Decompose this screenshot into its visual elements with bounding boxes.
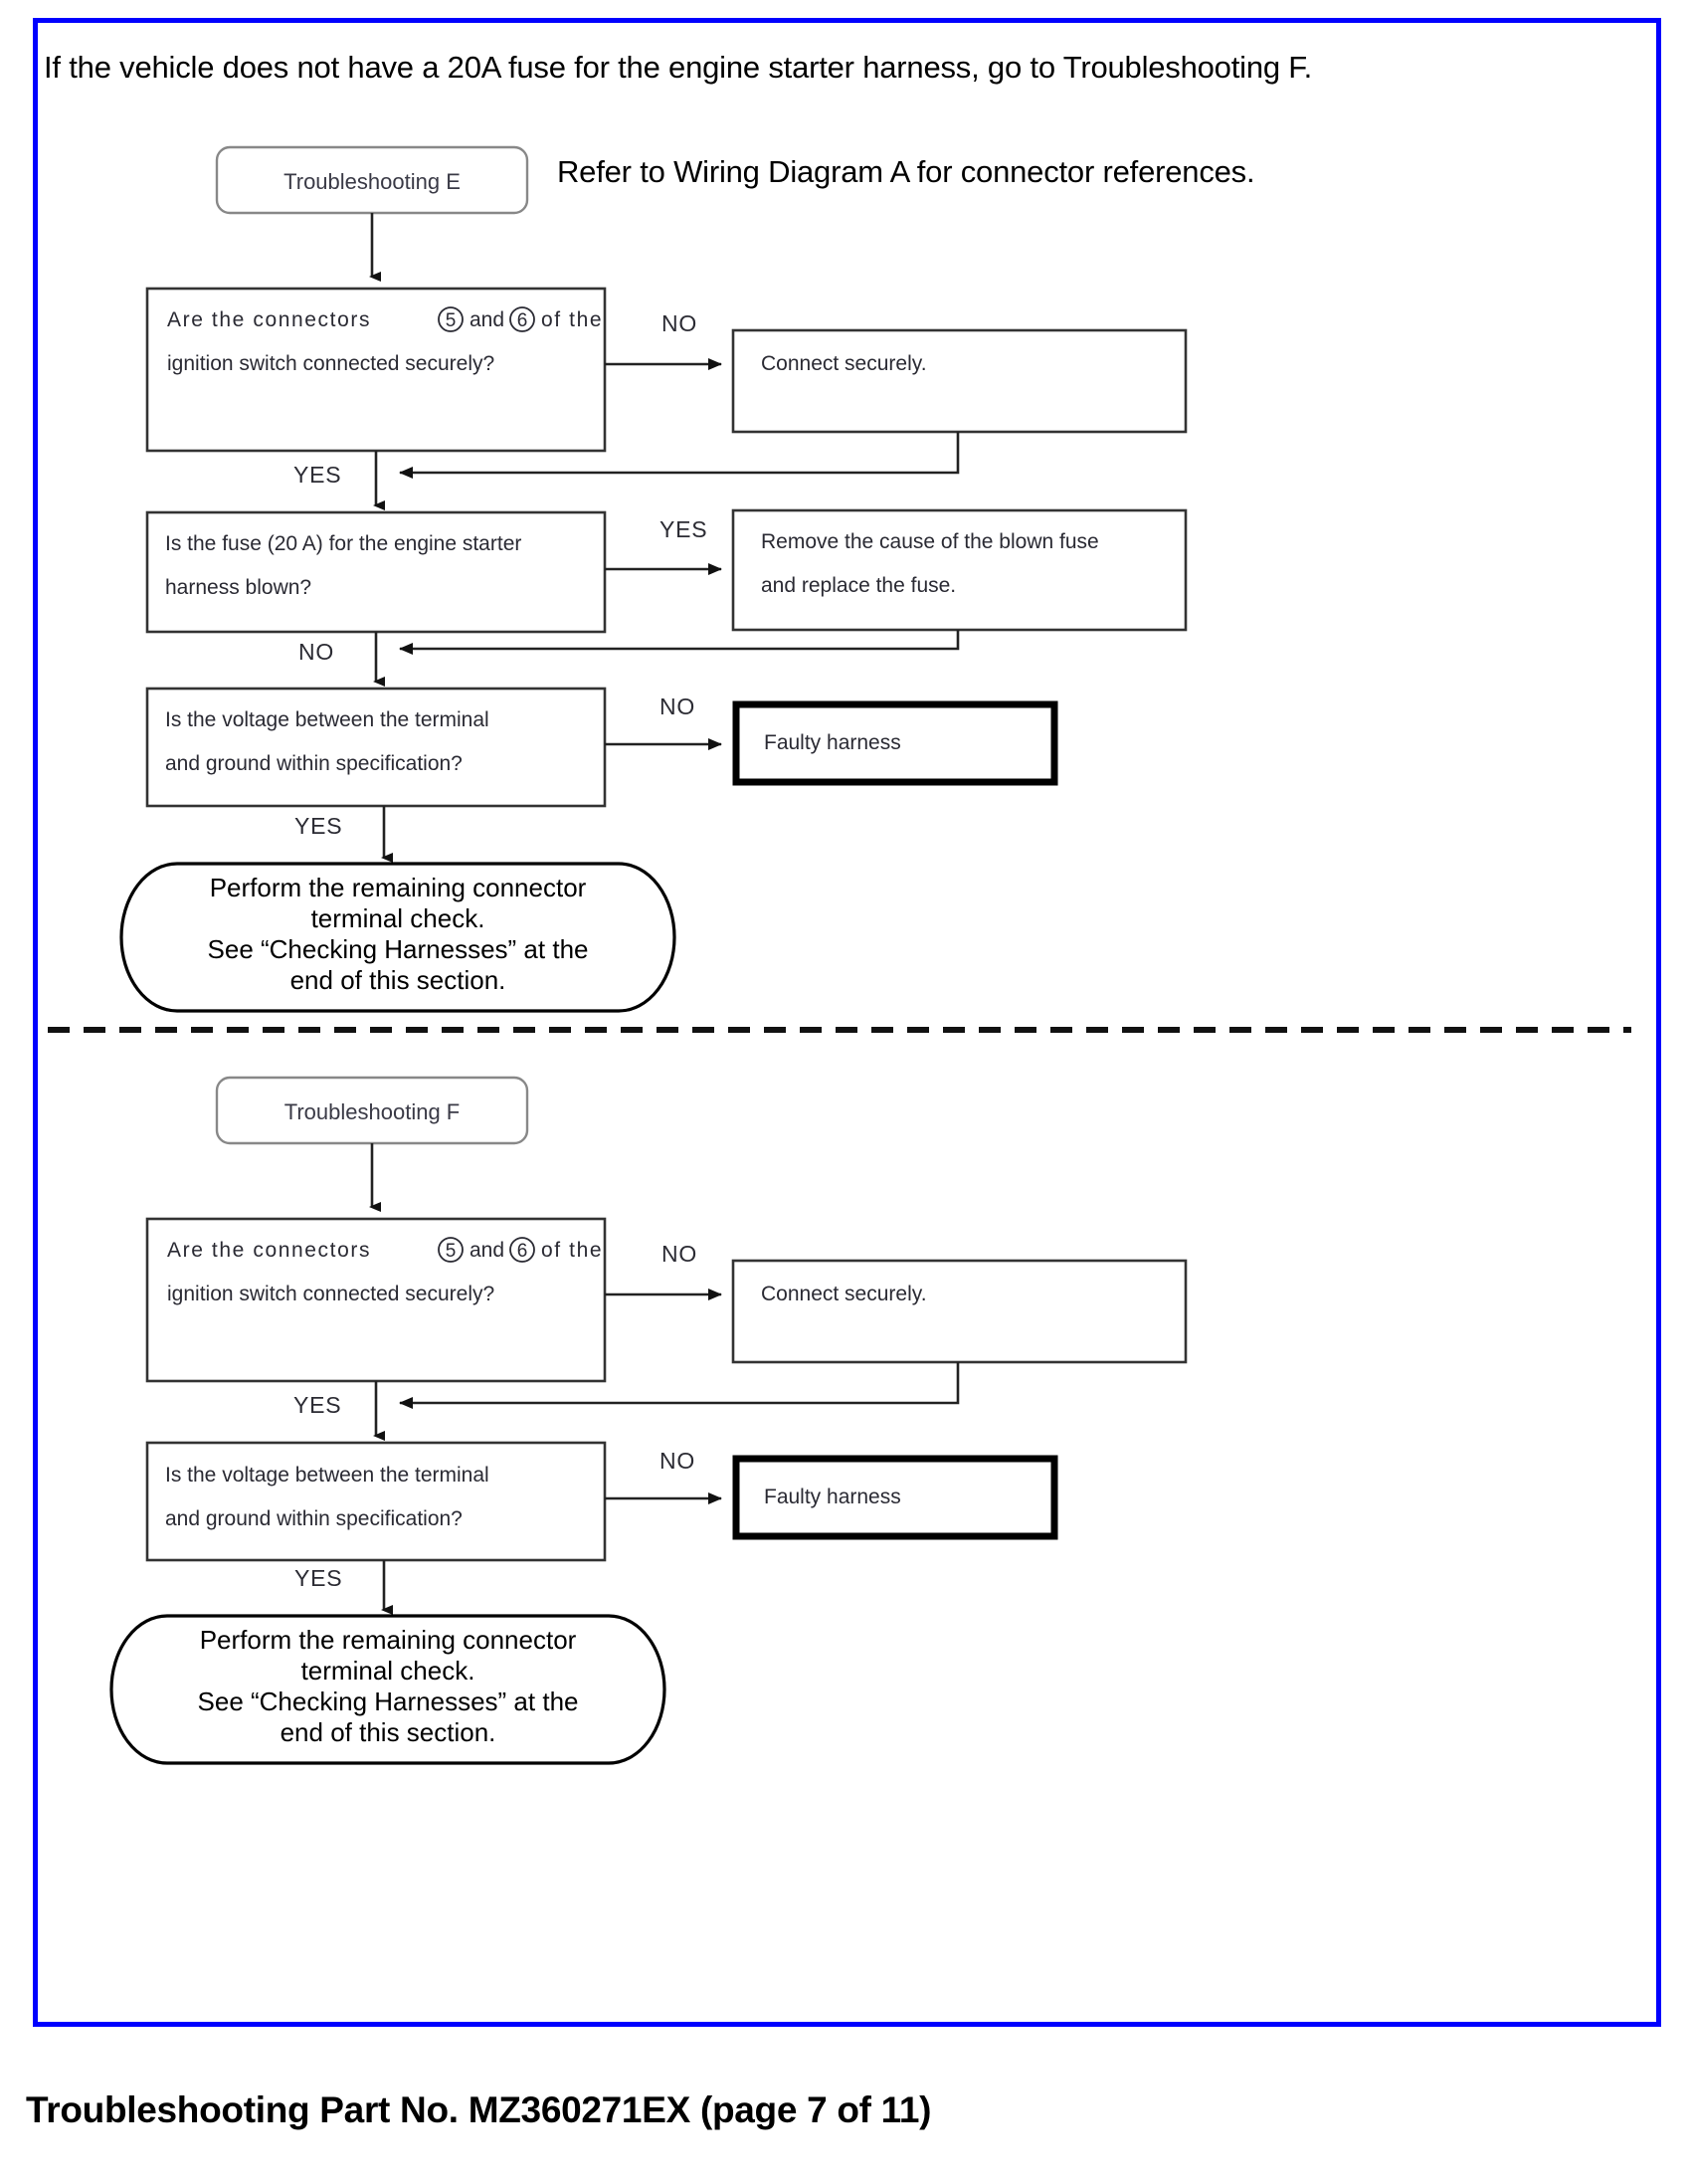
- flow-f-start-node: Troubleshooting F: [215, 1076, 529, 1145]
- flow-f-q1-no-label: NO: [661, 1241, 697, 1267]
- flow-f-end-line1: Perform the remaining connector: [200, 1625, 577, 1655]
- flow-e-q1-node: Are the connectors 5 and 6 of the igniti…: [145, 287, 607, 453]
- flow-f-q1-connector-6-icon: 6: [509, 1237, 535, 1263]
- flow-e-q2-yes-action-line2: and replace the fuse.: [761, 574, 956, 597]
- flow-e-q2-node: Is the fuse (20 A) for the engine starte…: [145, 510, 607, 634]
- flow-e-q2-yes-action-line1: Remove the cause of the blown fuse: [761, 530, 1099, 553]
- flow-e-q2-line2: harness blown?: [165, 576, 311, 599]
- flow-f-q2-line1: Is the voltage between the terminal: [165, 1464, 489, 1487]
- flow-e-end-line3: See “Checking Harnesses” at the: [208, 934, 589, 964]
- flow-e-q1-no-action-node: Connect securely.: [731, 328, 1188, 434]
- flow-f-end-node: Perform the remaining connector terminal…: [109, 1614, 666, 1765]
- flow-e-q3-line1: Is the voltage between the terminal: [165, 708, 489, 731]
- flow-e-q2-no-label: NO: [298, 639, 334, 665]
- flow-e-q1-line1-c: of the: [541, 308, 603, 331]
- flow-e-group: Troubleshooting E Are the connectors 5 a…: [119, 145, 1188, 1013]
- flow-e-connector-q2-yes-return: [399, 630, 960, 655]
- flow-f-q1-line1-b: and: [470, 1239, 504, 1262]
- flow-f-q2-no-label: NO: [659, 1448, 695, 1474]
- flow-f-q1-node: Are the connectors 5 and 6 of the igniti…: [145, 1217, 607, 1383]
- svg-text:5: 5: [446, 310, 457, 331]
- flow-e-q3-node: Is the voltage between the terminal and …: [145, 687, 607, 808]
- flow-f-q1-no-action-label: Connect securely.: [761, 1283, 927, 1305]
- flow-f-q2-line2: and ground within specification?: [165, 1507, 463, 1530]
- flow-e-q3-no-action-node: Faulty harness: [732, 700, 1058, 786]
- flow-e-end-node: Perform the remaining connector terminal…: [119, 862, 676, 1013]
- flow-e-end-line2: terminal check.: [311, 903, 485, 933]
- flow-e-end-line4: end of this section.: [290, 965, 506, 995]
- flow-f-q1-line2: ignition switch connected securely?: [167, 1283, 494, 1305]
- flow-f-q1-line1-c: of the: [541, 1239, 603, 1262]
- flow-e-q1-no-label: NO: [661, 310, 697, 336]
- footer-caption: Troubleshooting Part No. MZ360271EX (pag…: [26, 2089, 932, 2130]
- flow-e-q1-no-action-label: Connect securely.: [761, 352, 927, 375]
- flow-f-q1-no-action-node: Connect securely.: [731, 1259, 1188, 1364]
- flow-f-group: Troubleshooting F Are the connectors 5 a…: [109, 1076, 1188, 1765]
- flow-e-q2-yes-label: YES: [659, 516, 707, 542]
- flow-f-end-line4: end of this section.: [281, 1717, 496, 1747]
- flow-f-end-line3: See “Checking Harnesses” at the: [198, 1687, 579, 1716]
- flow-e-q1-line1-a: Are the connectors: [167, 308, 371, 331]
- flow-e-q1-connector-5-icon: 5: [438, 306, 464, 332]
- flow-e-q1-connector-6-icon: 6: [509, 306, 535, 332]
- flow-e-start-node: Troubleshooting E: [215, 145, 529, 215]
- flow-f-end-line2: terminal check.: [301, 1656, 475, 1686]
- intro-note: If the vehicle does not have a 20A fuse …: [44, 50, 1313, 85]
- flow-e-q3-line2: and ground within specification?: [165, 752, 463, 775]
- svg-text:6: 6: [517, 310, 528, 331]
- flow-e-q1-yes-label: YES: [293, 462, 341, 488]
- flow-f-q2-node: Is the voltage between the terminal and …: [145, 1441, 607, 1562]
- flow-f-start-label: Troubleshooting F: [284, 1099, 461, 1124]
- flow-e-connector-q1-no-return: [399, 432, 960, 479]
- flow-e-q2-line1: Is the fuse (20 A) for the engine starte…: [165, 532, 521, 555]
- svg-text:5: 5: [446, 1241, 457, 1262]
- flow-e-q3-no-action-label: Faulty harness: [764, 731, 901, 754]
- flow-e-end-line1: Perform the remaining connector: [210, 873, 587, 902]
- flow-e-q2-yes-action-node: Remove the cause of the blown fuse and r…: [731, 508, 1188, 632]
- flow-e-q1-line2: ignition switch connected securely?: [167, 352, 494, 375]
- flow-e-q3-yes-label: YES: [294, 813, 342, 839]
- flow-f-q2-no-action-node: Faulty harness: [732, 1455, 1058, 1540]
- flow-e-q1-line1-b: and: [470, 308, 504, 331]
- flow-e-start-label: Troubleshooting E: [283, 169, 461, 194]
- flow-f-q1-line1-a: Are the connectors: [167, 1239, 371, 1262]
- flow-e-q3-no-label: NO: [659, 694, 695, 719]
- flow-f-q1-connector-5-icon: 5: [438, 1237, 464, 1263]
- flow-f-q2-no-action-label: Faulty harness: [764, 1486, 901, 1508]
- refer-note: Refer to Wiring Diagram A for connector …: [557, 154, 1255, 189]
- flow-f-connector-q1-no-return: [399, 1362, 960, 1409]
- flow-f-q1-yes-label: YES: [293, 1392, 341, 1418]
- flow-f-q2-yes-label: YES: [294, 1565, 342, 1591]
- svg-text:6: 6: [517, 1241, 528, 1262]
